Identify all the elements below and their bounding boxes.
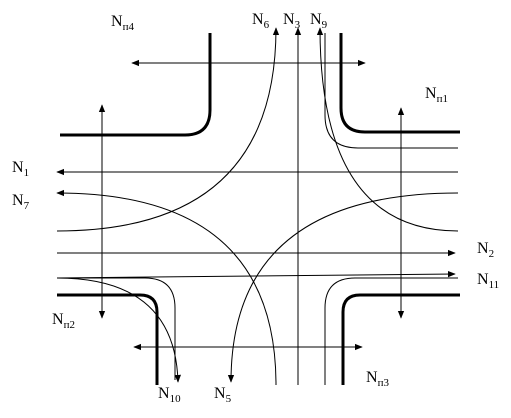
label-np1: Nп1 <box>425 85 448 105</box>
flow-n7 <box>56 189 277 386</box>
label-np2: Nп2 <box>52 311 75 331</box>
label-n5: N5 <box>214 385 232 405</box>
label-np3: Nп3 <box>366 369 389 389</box>
curb-bottom-left <box>57 293 159 385</box>
lane-line-bottom-left-1 <box>57 277 176 380</box>
flow-n10 <box>56 277 181 383</box>
curb-top-left <box>60 33 212 137</box>
label-n1: N1 <box>12 159 30 179</box>
label-n3: N3 <box>283 11 301 31</box>
curb-bottom-right <box>341 293 460 385</box>
label-n9: N9 <box>310 11 328 31</box>
label-n10: N10 <box>158 385 181 405</box>
label-n6: N6 <box>252 11 270 31</box>
flow-n11 <box>56 270 456 279</box>
curb-top-right <box>339 33 460 134</box>
lane-line-bottom-right-1 <box>324 277 458 385</box>
label-n11: N11 <box>477 271 500 291</box>
flow-n9 <box>316 27 459 232</box>
label-n7: N7 <box>12 192 30 212</box>
lane-line-top-right-1 <box>324 33 458 149</box>
label-np4: Nп4 <box>111 13 134 33</box>
flow-n6 <box>56 27 280 232</box>
label-n2: N2 <box>477 240 495 260</box>
